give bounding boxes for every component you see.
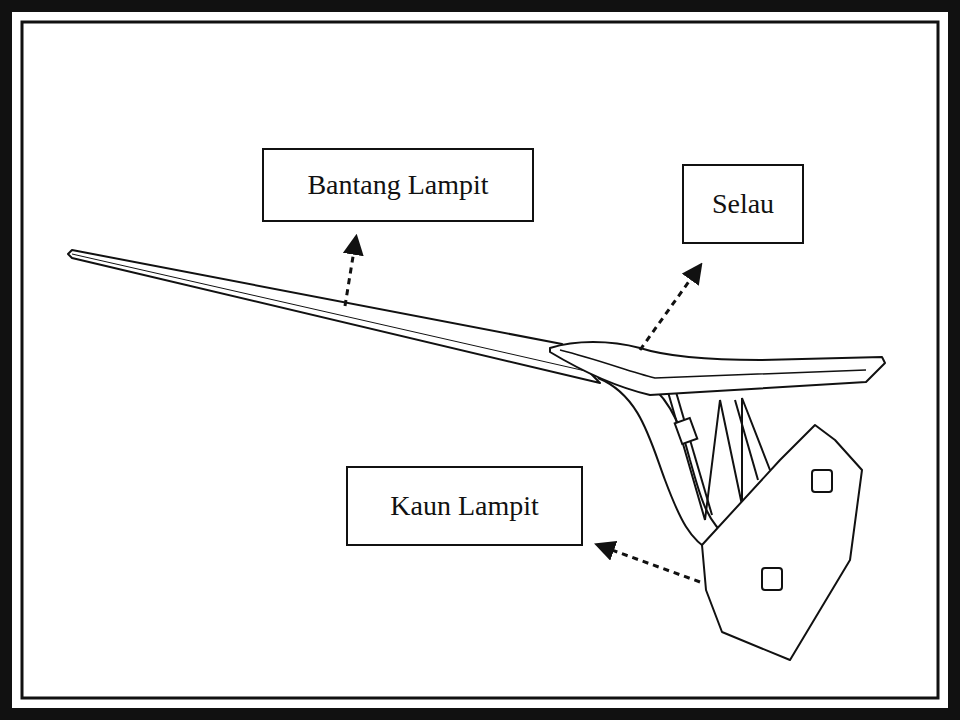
part-name: Bantang Lampit	[307, 170, 488, 201]
part-name: Selau	[712, 189, 774, 220]
inner-frame	[22, 22, 938, 698]
leader-line	[598, 545, 700, 582]
rod-edge	[72, 254, 590, 372]
rod	[68, 250, 600, 383]
label-box: Bantang Lampit	[262, 148, 534, 222]
kaun-plate	[702, 425, 862, 660]
plate-hole	[812, 470, 832, 492]
label-box: Selau	[682, 164, 804, 244]
leader-arrows	[345, 238, 700, 582]
bracket	[598, 378, 730, 552]
selau-edge	[560, 350, 866, 378]
part-name: Kaun Lampit	[390, 491, 539, 522]
plate-hole	[762, 568, 782, 590]
selau-piece	[550, 342, 885, 395]
leader-line	[345, 238, 356, 306]
leader-line	[640, 266, 700, 350]
label-box: Kaun Lampit	[346, 466, 583, 546]
frame-ground	[12, 12, 948, 708]
